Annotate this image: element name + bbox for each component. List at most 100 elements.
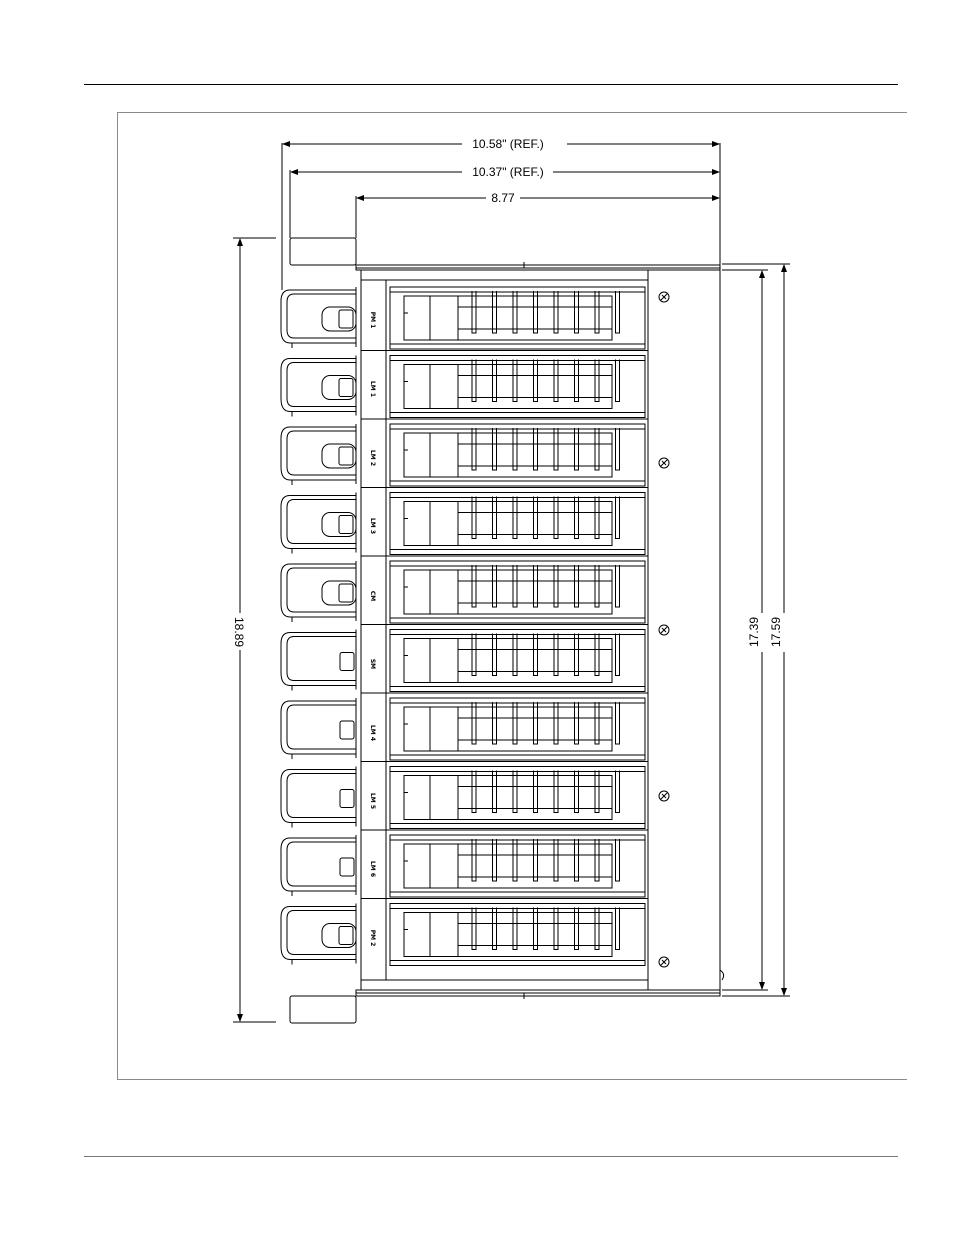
- cooling-fin: [513, 908, 517, 950]
- ejector-handle: [281, 907, 356, 960]
- module-slot: [281, 488, 648, 555]
- height-inner-dimension: 17.39: [722, 270, 768, 990]
- cooling-fin: [575, 634, 579, 676]
- cooling-fin: [575, 428, 579, 470]
- cooling-fin: [595, 702, 599, 744]
- depth-dimension: 8.77: [356, 191, 719, 238]
- cooling-fin: [534, 428, 538, 470]
- width-ref-inner-label: 10.37" (REF.): [472, 165, 544, 179]
- cooling-fin: [616, 291, 620, 333]
- cooling-fin: [493, 565, 497, 607]
- cooling-fin: [575, 360, 579, 402]
- cooling-fin: [493, 839, 497, 881]
- module-slot: [281, 556, 648, 623]
- cooling-fin: [616, 497, 620, 539]
- ejector-handle: [281, 633, 356, 686]
- cooling-fin: [616, 360, 620, 402]
- cooling-fin: [616, 428, 620, 470]
- cooling-fin: [595, 565, 599, 607]
- slot-label-pm1: PM 1: [369, 312, 376, 329]
- cooling-fin: [534, 291, 538, 333]
- cooling-fin: [472, 634, 476, 676]
- cooling-fin: [493, 771, 497, 813]
- connector-knob: [339, 447, 353, 465]
- cooling-fin: [493, 908, 497, 950]
- cooling-fin: [513, 634, 517, 676]
- cooling-fin: [534, 702, 538, 744]
- cooling-fin: [534, 771, 538, 813]
- cooling-fin: [595, 634, 599, 676]
- slot-label-lm4: LM 4: [369, 725, 376, 741]
- connector-knob: [340, 653, 354, 671]
- slot-label-cm: CM: [369, 591, 376, 601]
- connector-knob: [339, 927, 353, 945]
- ejector-handle: [281, 564, 356, 617]
- cooling-fin: [595, 291, 599, 333]
- cooling-fin: [575, 291, 579, 333]
- connector-knob: [339, 584, 353, 602]
- ejector-handle: [281, 290, 356, 343]
- cooling-fin: [513, 497, 517, 539]
- ejector-handle: [281, 496, 356, 549]
- cooling-fin: [472, 908, 476, 950]
- cooling-fin: [493, 702, 497, 744]
- connector-knob: [339, 516, 353, 534]
- module-slots: [281, 287, 648, 966]
- ejector-handle: [281, 701, 356, 754]
- screws: [659, 292, 669, 967]
- cooling-fin: [513, 428, 517, 470]
- top-mounting-ear: [290, 238, 356, 265]
- module-slot: [281, 899, 648, 966]
- cooling-fin: [472, 497, 476, 539]
- cooling-fin: [575, 908, 579, 950]
- width-ref-outer-dimension: 10.58" (REF.): [282, 137, 720, 290]
- cooling-fin: [513, 771, 517, 813]
- height-overall-label: 18.89: [232, 617, 246, 647]
- slot-label-sm: SM: [369, 659, 376, 669]
- cooling-fin: [513, 360, 517, 402]
- cooling-fin: [513, 291, 517, 333]
- cooling-fin: [554, 565, 558, 607]
- cooling-fin: [554, 360, 558, 402]
- cooling-fin: [534, 908, 538, 950]
- cooling-fin: [575, 771, 579, 813]
- module-slot: [281, 830, 648, 897]
- cooling-fin: [575, 702, 579, 744]
- cooling-fin: [534, 634, 538, 676]
- slot-label-lm1: LM 1: [369, 381, 376, 397]
- cooling-fin: [554, 839, 558, 881]
- cooling-fin: [616, 702, 620, 744]
- connector-knob: [340, 721, 354, 739]
- cooling-fin: [616, 908, 620, 950]
- module-slot: [281, 419, 648, 486]
- slot-label-lm6: LM 6: [369, 861, 376, 877]
- module-slot: [281, 351, 648, 418]
- height-inner-label: 17.39: [747, 617, 761, 647]
- cooling-fin: [595, 908, 599, 950]
- module-slot: [281, 762, 648, 829]
- cooling-fin: [616, 771, 620, 813]
- cooling-fin: [472, 702, 476, 744]
- cooling-fin: [513, 702, 517, 744]
- cooling-fin: [493, 497, 497, 539]
- ejector-handle: [281, 427, 356, 480]
- cooling-fin: [554, 908, 558, 950]
- cooling-fin: [513, 565, 517, 607]
- bottom-mounting-ear: [290, 996, 356, 1023]
- cooling-fin: [616, 839, 620, 881]
- slot-label-lm3: LM 3: [369, 518, 376, 534]
- cooling-fin: [616, 634, 620, 676]
- ejector-handle: [281, 838, 356, 891]
- cooling-fin: [554, 702, 558, 744]
- cooling-fin: [575, 565, 579, 607]
- cooling-fin: [595, 771, 599, 813]
- connector-knob: [340, 790, 354, 808]
- slot-label-lm5: LM 5: [369, 793, 376, 809]
- ejector-handle: [281, 359, 356, 412]
- height-outer-label: 17.59: [769, 617, 783, 647]
- cooling-fin: [472, 428, 476, 470]
- cooling-fin: [534, 497, 538, 539]
- cooling-fin: [472, 565, 476, 607]
- cooling-fin: [513, 839, 517, 881]
- cooling-fin: [472, 291, 476, 333]
